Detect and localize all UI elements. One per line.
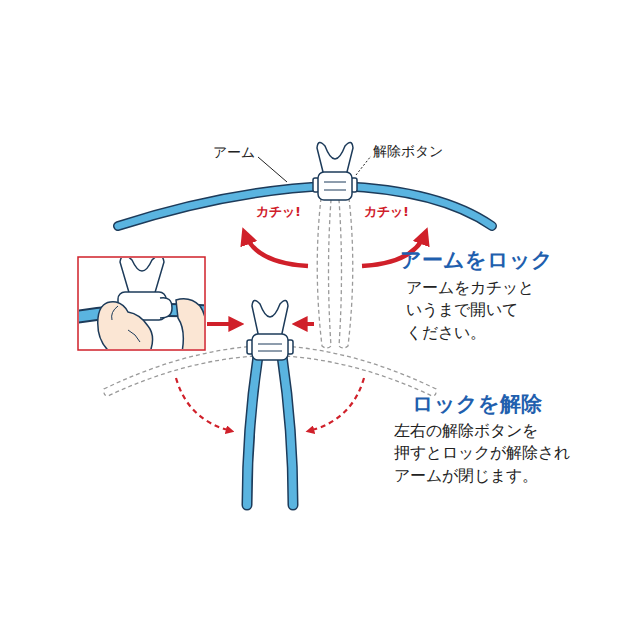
leader-line: [356, 156, 371, 175]
hanger-head: [313, 142, 357, 200]
step-heading: アームをロック: [400, 246, 553, 275]
press-arrow: [207, 322, 314, 326]
leader-line: [258, 157, 287, 182]
open-arms: [118, 186, 492, 226]
hanger-head: [247, 300, 293, 360]
open-arrow: [245, 234, 425, 266]
sound-label: カチッ!: [256, 203, 301, 221]
sound-label: カチッ!: [364, 203, 409, 221]
step-text: 左右の解除ボタンを 押すとロックが解除され アームが閉じます。: [394, 420, 599, 487]
step-heading: ロックを解除: [412, 390, 542, 419]
part-name: アーム: [213, 143, 255, 163]
closed-arms: [247, 356, 293, 505]
inset-closeup: [70, 255, 215, 352]
part-name: 解除ボタン: [373, 142, 443, 162]
step-text: アームをカチッと いうまで開いて ください。: [406, 277, 556, 344]
closed-arms-ghost: [317, 198, 353, 348]
close-arrow: [176, 378, 364, 431]
